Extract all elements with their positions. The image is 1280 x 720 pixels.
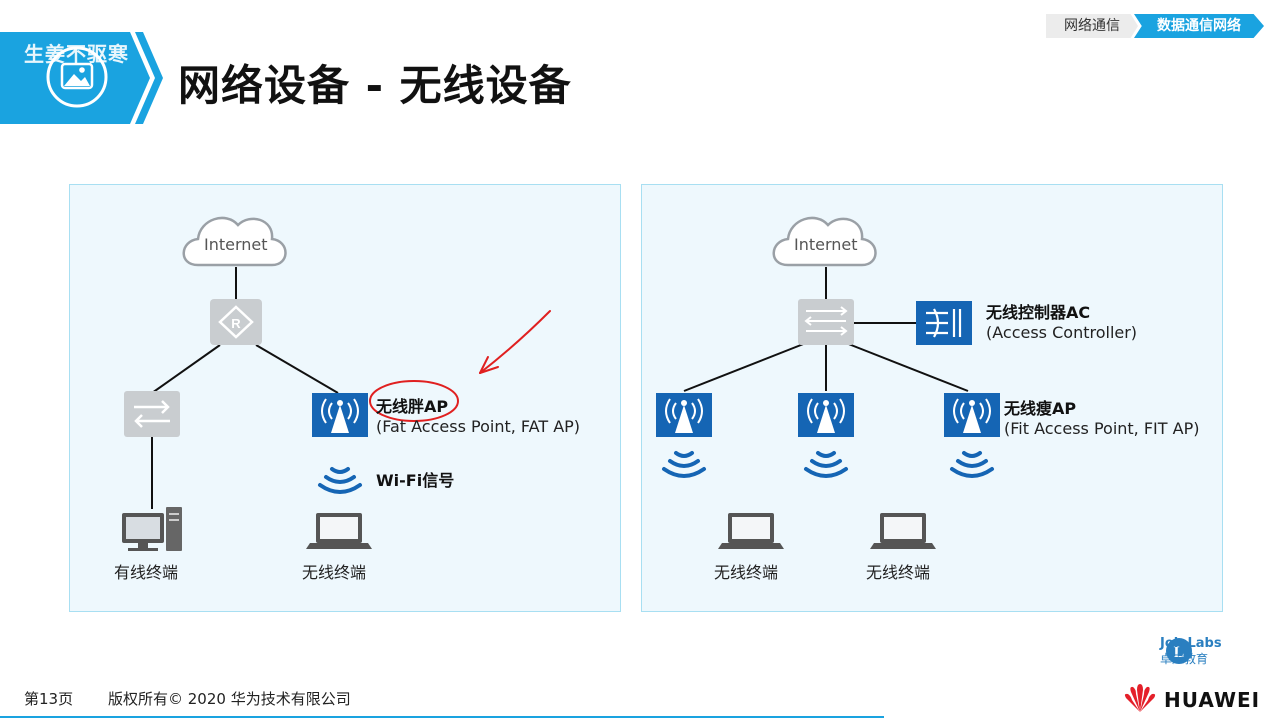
breadcrumb-item-network[interactable]: 网络通信: [1046, 14, 1138, 38]
page-title: 网络设备 - 无线设备: [178, 61, 572, 110]
breadcrumb-item-datacomm[interactable]: 数据通信网络: [1134, 14, 1264, 38]
access-controller-icon: [916, 301, 972, 345]
joinlabs-cn-name: 卓应教育: [1160, 652, 1209, 666]
wifi-label: Wi-Fi信号: [376, 471, 455, 490]
fat-ap-icon: [312, 393, 368, 437]
fat-ap-title: 无线胖AP: [376, 397, 449, 416]
huawei-brand: HUAWEI: [1164, 688, 1261, 712]
fit-ap-icon-1: [656, 393, 712, 437]
wifi-signal-icon: [318, 467, 362, 494]
ac-subtitle: (Access Controller): [986, 323, 1138, 342]
router-icon: R: [210, 299, 262, 345]
fat-ap-subtitle: (Fat Access Point, FAT AP): [376, 417, 581, 436]
fat-ap-panel: R: [69, 184, 621, 612]
laptop-icon-1: [718, 513, 784, 549]
laptop-icon-2: [870, 513, 936, 549]
annotation-highlight: [369, 310, 551, 422]
joinlabs-logo-icon: L: [1166, 638, 1192, 664]
fit-ap-subtitle: (Fit Access Point, FIT AP): [1004, 419, 1200, 438]
svg-text:R: R: [231, 316, 241, 331]
ac-title: 无线控制器AC: [986, 303, 1091, 322]
wireless-terminal-label: 无线终端: [302, 563, 367, 582]
fat-links: [151, 267, 339, 509]
fit-links: [683, 267, 969, 392]
internet-label: Internet: [794, 235, 858, 254]
footer-divider: [0, 716, 884, 718]
image-icon: [60, 62, 94, 90]
fit-ap-title: 无线瘦AP: [1004, 399, 1077, 418]
internet-cloud-icon: [772, 216, 877, 267]
desktop-pc-icon: [122, 507, 182, 551]
switch-icon: [124, 391, 180, 437]
wireless-terminal-label-2: 无线终端: [866, 563, 931, 582]
wired-terminal-label: 有线终端: [114, 563, 179, 582]
page-number: 第13页: [24, 690, 74, 708]
laptop-icon: [306, 513, 372, 549]
copyright-text: 版权所有© 2020 华为技术有限公司: [108, 690, 351, 708]
internet-label: Internet: [204, 235, 268, 254]
wireless-terminal-label-1: 无线终端: [714, 563, 779, 582]
wifi-signal-icon-1: [662, 451, 706, 478]
fit-ap-icon-3: [944, 393, 1000, 437]
core-switch-icon: [798, 299, 854, 345]
fit-ap-icon-2: [798, 393, 854, 437]
fit-ap-panel: Internet 无线控制器AC (Access Controller) 无线瘦…: [641, 184, 1223, 612]
joinlabs-name: JoinLabs: [1160, 636, 1222, 651]
wifi-signal-icon-2: [804, 451, 848, 478]
internet-cloud-icon: [182, 216, 287, 267]
huawei-logo-icon: [1124, 684, 1156, 712]
banner-caption: 生姜不驱寒: [24, 42, 129, 66]
svg-text:L: L: [1174, 644, 1185, 661]
wifi-signal-icon-3: [950, 451, 994, 478]
header-banner: 生姜不驱寒: [0, 0, 180, 124]
